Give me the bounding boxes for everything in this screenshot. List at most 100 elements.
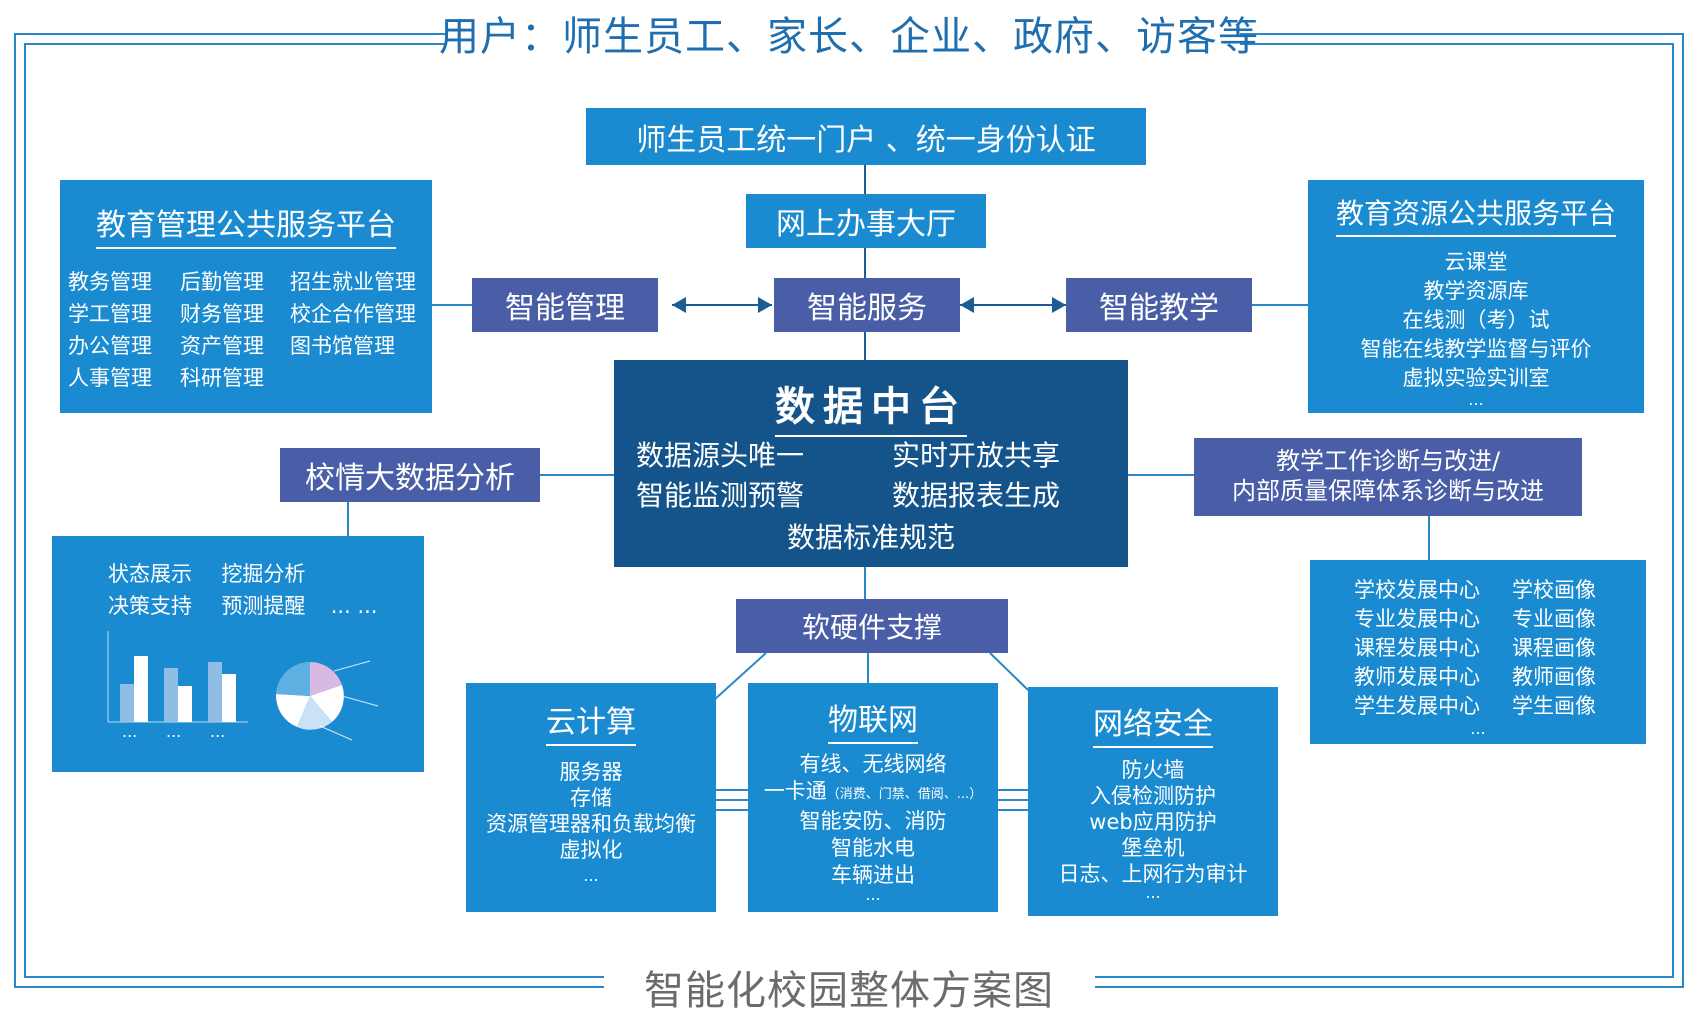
teaching-diagnosis-line-1: 教学工作诊断与改进/ [1275,447,1501,475]
connector-mgmt-platform [430,304,472,306]
mini-bar [208,662,222,722]
iot-list: 有线、无线网络 一卡通（消费、门禁、借阅、...） 智能安防、消防 智能水电 车… [742,751,1004,904]
software-hardware-support-label: 软硬件支撑 [801,611,942,644]
iot-title: 物联网 [828,695,918,744]
mini-pie-leader [341,695,379,707]
development-center-item: 专业发展中心 [1354,607,1480,631]
connector-analysis-datacenter [540,474,614,476]
cloud-computing-panel[interactable]: 云计算 服务器 存储 资源管理器和负载均衡 虚拟化 ... [466,683,716,912]
mini-bar [164,668,178,722]
software-hardware-support-box[interactable]: 软硬件支撑 [736,599,1008,653]
edu-mgmt-item: 办公管理 [68,334,152,358]
edu-resource-item: 云课堂 [1444,250,1508,274]
edu-mgmt-item: 学工管理 [68,302,152,326]
analysis-item: ... ... [330,594,378,618]
analysis-item: 决策支持 [108,594,192,618]
development-centers-panel[interactable]: 学校发展中心 专业发展中心 课程发展中心 教师发展中心 学生发展中心 学校画像 … [1310,560,1646,744]
frame-right [1682,33,1684,988]
smart-management-box[interactable]: 智能管理 [472,278,658,332]
analysis-dashboard-panel[interactable]: 状态展示 挖掘分析 决策支持 预测提醒 ... ... ... ... ... [52,536,424,772]
iot-item: 智能水电 [831,836,915,860]
frame-bottom-left-inner [24,976,604,978]
edu-management-platform[interactable]: 教育管理公共服务平台 教务管理 学工管理 办公管理 人事管理 后勤管理 财务管理… [60,180,432,413]
profile-item: 教师画像 [1512,665,1596,689]
smart-management-label: 智能管理 [505,291,625,326]
analysis-item: 预测提醒 [221,594,306,618]
edu-mgmt-item: 图书馆管理 [290,334,395,358]
edu-resource-item: 教学资源库 [1423,279,1529,303]
connector-service-datacenter [864,332,866,360]
data-center-feature: 智能监测预警 [636,479,805,512]
online-service-hall-box[interactable]: 网上办事大厅 [746,194,986,248]
analysis-item: 挖掘分析 [221,562,306,586]
development-center-item: 学生发展中心 [1354,694,1480,718]
frame-left-inner [24,43,26,978]
unified-portal-label: 师生员工统一门户 、统一身份认证 [636,122,1096,158]
security-item: ... [1145,883,1161,902]
edu-resource-platform[interactable]: 教育资源公共服务平台 云课堂 教学资源库 在线测（考）试 智能在线教学监督与评价… [1308,180,1644,413]
profile-item: 学校画像 [1512,578,1596,602]
mini-pie-slice [275,694,310,727]
data-center-left-list: 数据源头唯一 智能监测预警 [636,436,804,516]
teaching-diagnosis-line-2: 内部质量保障体系诊断与改进 [1232,477,1544,505]
frame-top-left-inner [24,43,446,45]
iot-item-card: 一卡通（消费、门禁、借阅、...） [742,778,1004,808]
profile-item: 课程画像 [1512,636,1596,660]
smart-teaching-box[interactable]: 智能教学 [1066,278,1252,332]
edu-resource-platform-title: 教育资源公共服务平台 [1335,192,1616,237]
iot-panel[interactable]: 物联网 有线、无线网络 一卡通（消费、门禁、借阅、...） 智能安防、消防 智能… [748,683,998,912]
mini-bar-label: ... [166,722,182,741]
diagram-caption: 智能化校园整体方案图 [644,968,1054,1014]
edu-mgmt-item: 教务管理 [68,270,152,294]
data-center-feature: 数据标准规范 [786,521,955,554]
mini-pie-slice [310,662,342,696]
edu-mgmt-item: 人事管理 [68,366,152,390]
security-item: web应用防护 [1089,810,1217,834]
mini-bar-label: ... [122,722,138,741]
connector-teaching-platform [1250,304,1310,306]
arrow-left-service-right [960,297,974,313]
security-item: 堡垒机 [1121,836,1185,860]
edu-mgmt-item: 招生就业管理 [290,270,416,294]
campus-big-data-analysis-box[interactable]: 校情大数据分析 [280,448,540,502]
connector-mgmt-service [672,304,772,306]
data-middle-platform-title: 数据中台 [775,374,967,437]
mini-pie-slice [310,685,344,722]
development-center-item: 学校发展中心 [1354,578,1480,602]
mini-pie-slice [297,696,332,730]
frame-left [14,33,16,988]
edu-mgmt-item: 后勤管理 [180,270,264,294]
network-security-panel[interactable]: 网络安全 防火墙 入侵检测防护 web应用防护 堡垒机 日志、上网行为审计 ..… [1028,687,1278,916]
mini-pie-slice [276,661,310,696]
frame-right-inner [1672,43,1674,978]
frame-bottom-left [14,986,604,988]
mini-pie-leader [333,660,371,672]
data-middle-platform[interactable]: 数据中台 数据源头唯一 智能监测预警 实时开放共享 数据报表生成 数据标准规范 [614,360,1128,567]
mini-bar [134,656,148,722]
data-center-feature: 数据报表生成 [892,479,1061,512]
campus-big-data-analysis-label: 校情大数据分析 [305,461,515,496]
teaching-diagnosis-box[interactable]: 教学工作诊断与改进/ 内部质量保障体系诊断与改进 [1194,438,1582,516]
security-item: 防火墙 [1121,758,1185,782]
security-item: 日志、上网行为审计 [1058,862,1248,886]
edu-mgmt-col-1: 教务管理 学工管理 办公管理 人事管理 [68,266,152,394]
mini-bar-label: ... [210,722,226,741]
connector-analysis-chart [347,502,349,536]
frame-top-left [14,33,446,35]
edu-mgmt-item: 校企合作管理 [290,302,416,326]
frame-bottom-right-inner [1095,976,1674,978]
iot-item: ... [865,885,881,904]
unified-portal-box[interactable]: 师生员工统一门户 、统一身份认证 [586,108,1146,165]
mini-bar [120,684,134,722]
connector-hall-service [864,248,866,278]
profile-item: 学生画像 [1512,694,1596,718]
mini-bar [222,674,236,722]
edu-resource-item: 虚拟实验实训室 [1402,366,1550,390]
analysis-mini-charts [107,631,379,741]
development-center-item: 教师发展中心 [1354,665,1480,689]
edu-mgmt-item: 财务管理 [180,302,264,326]
smart-service-box[interactable]: 智能服务 [774,278,960,332]
edu-mgmt-col-2: 后勤管理 财务管理 资产管理 科研管理 [180,266,264,394]
frame-top-right [1240,33,1684,35]
